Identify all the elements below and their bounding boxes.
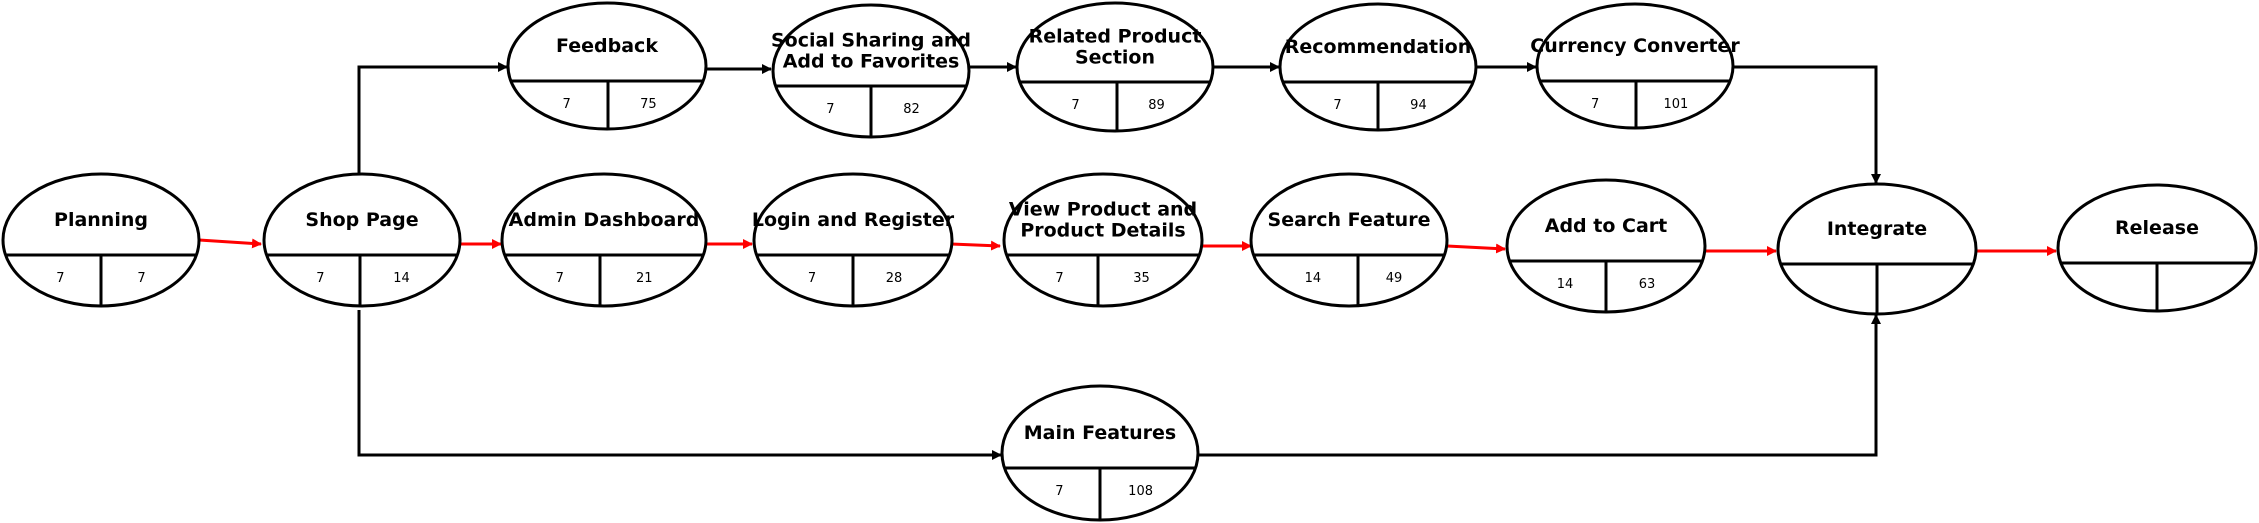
edge-login-register-to-view-product xyxy=(950,240,1001,251)
node-title: Search Feature xyxy=(1268,209,1431,231)
node-shape xyxy=(1000,384,1200,522)
node-title: Planning xyxy=(54,209,148,231)
node-finish: 14 xyxy=(393,271,410,286)
node-main-features: Main Features 7 108 xyxy=(1000,384,1200,522)
node-shape xyxy=(1776,182,1978,316)
node-title: Section xyxy=(1075,47,1155,69)
node-login-register: Login and Register 7 28 xyxy=(752,172,955,308)
node-shop-page: Shop Page 7 14 xyxy=(262,172,462,308)
node-title: Main Features xyxy=(1024,422,1176,444)
node-shape xyxy=(752,172,954,308)
node-shape xyxy=(1535,2,1735,130)
node-shape xyxy=(500,172,708,308)
node-shape xyxy=(1278,2,1478,132)
node-finish: 21 xyxy=(636,271,653,286)
node-finish: 89 xyxy=(1148,98,1165,113)
node-integrate: Integrate xyxy=(1776,182,1978,316)
node-duration: 7 xyxy=(562,97,570,112)
node-title: Release xyxy=(2115,217,2199,239)
edge-currency-converter-to-integrate xyxy=(1733,65,1881,184)
node-title: Product Details xyxy=(1020,220,1185,242)
node-shape xyxy=(1249,172,1449,308)
node-finish: 7 xyxy=(137,271,145,286)
node-shape xyxy=(1002,172,1204,308)
node-title: View Product and xyxy=(1009,199,1197,221)
node-finish: 94 xyxy=(1410,98,1427,113)
node-finish: 49 xyxy=(1386,271,1403,286)
edge-shop-page-to-feedback xyxy=(357,62,508,174)
node-admin-dashboard: Admin Dashboard 7 21 xyxy=(500,172,708,308)
node-currency-converter: Currency Converter 7 101 xyxy=(1530,2,1740,130)
node-finish: 75 xyxy=(640,97,657,112)
node-feedback: Feedback 7 75 xyxy=(506,1,708,131)
node-release: Release xyxy=(2056,183,2258,313)
node-duration: 7 xyxy=(1055,484,1063,499)
node-search-feature: Search Feature 14 49 xyxy=(1249,172,1449,308)
node-duration: 14 xyxy=(1305,271,1322,286)
node-duration: 14 xyxy=(1557,277,1574,292)
node-duration: 7 xyxy=(808,271,816,286)
node-title: Currency Converter xyxy=(1530,35,1740,57)
node-shape xyxy=(262,172,462,308)
node-planning: Planning 7 7 xyxy=(1,172,201,308)
node-shape xyxy=(2056,183,2258,313)
node-title: Add to Cart xyxy=(1545,215,1668,237)
node-shape xyxy=(1015,1,1215,133)
node-duration: 7 xyxy=(556,271,564,286)
node-title: Related Product xyxy=(1029,26,1202,48)
node-title: Integrate xyxy=(1827,218,1927,240)
node-finish: 108 xyxy=(1128,484,1153,499)
node-title: Login and Register xyxy=(752,209,955,231)
edges-layer xyxy=(198,62,2057,460)
node-duration: 7 xyxy=(1591,97,1599,112)
node-shape xyxy=(506,1,708,131)
node-recommendation: Recommendation 7 94 xyxy=(1278,2,1478,132)
node-duration: 7 xyxy=(826,102,834,117)
node-duration: 7 xyxy=(316,271,324,286)
node-shape xyxy=(771,3,971,139)
node-title: Recommendation xyxy=(1285,36,1471,58)
node-finish: 35 xyxy=(1133,271,1150,286)
node-title: Shop Page xyxy=(305,209,418,231)
node-title: Add to Favorites xyxy=(783,51,960,73)
node-finish: 101 xyxy=(1663,97,1688,112)
node-title: Social Sharing and xyxy=(771,30,971,52)
edge-planning-to-shop-page xyxy=(198,238,262,249)
node-add-to-cart: Add to Cart 14 63 xyxy=(1505,178,1707,314)
node-shape xyxy=(1,172,201,308)
node-title: Feedback xyxy=(556,35,658,57)
node-shape xyxy=(1505,178,1707,314)
node-duration: 7 xyxy=(1055,271,1063,286)
edge-main-features-to-integrate xyxy=(1198,314,1881,457)
node-title: Admin Dashboard xyxy=(509,209,700,231)
node-duration: 7 xyxy=(1333,98,1341,113)
node-duration: 7 xyxy=(1071,98,1079,113)
edge-search-feature-to-add-to-cart xyxy=(1446,243,1506,254)
node-finish: 82 xyxy=(903,102,920,117)
edge-shop-page-to-main-features xyxy=(357,310,1002,460)
node-duration: 7 xyxy=(56,271,64,286)
node-finish: 63 xyxy=(1639,277,1656,292)
node-finish: 28 xyxy=(886,271,903,286)
